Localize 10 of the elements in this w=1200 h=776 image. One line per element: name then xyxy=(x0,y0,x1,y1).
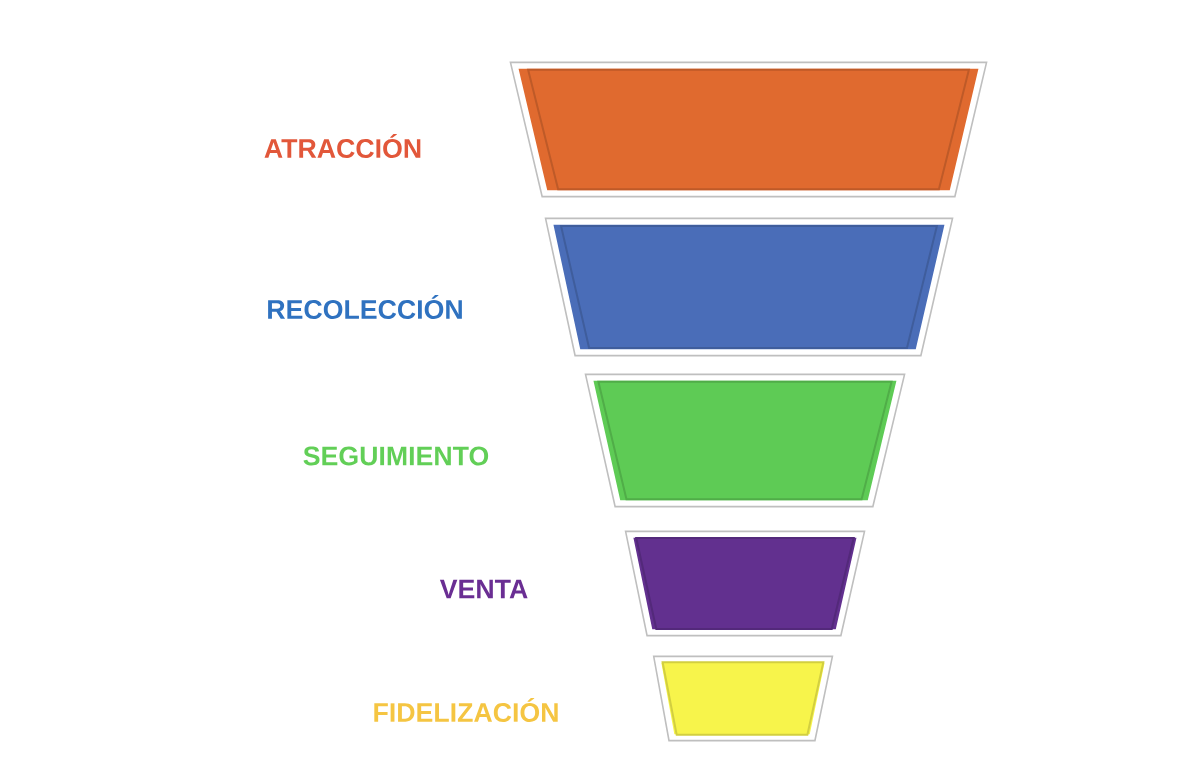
stage-label: SEGUIMIENTO xyxy=(303,446,489,466)
funnel-stage xyxy=(374,655,834,742)
funnel-stage xyxy=(303,373,906,508)
stage-label: FIDELIZACIÓN xyxy=(374,698,558,722)
funnel-stage xyxy=(268,217,954,357)
stage-label: RECOLECCIÓN xyxy=(268,295,462,319)
funnel-stage xyxy=(439,530,866,637)
funnel-stage xyxy=(264,61,988,198)
stage-label: VENTA xyxy=(439,579,528,599)
stage-label: ATRACCIÓN xyxy=(264,134,421,158)
